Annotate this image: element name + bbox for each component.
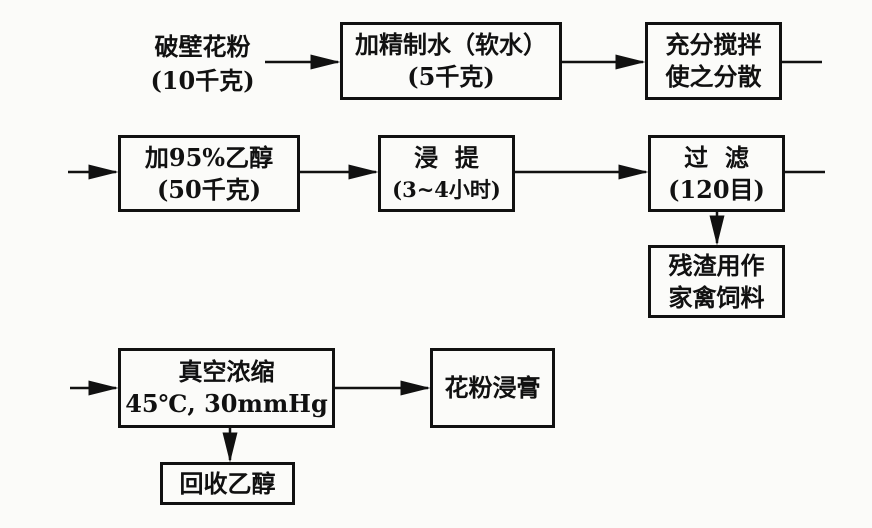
add-ethanol-amount: (50千克) — [156, 174, 262, 204]
stir-detail: 使之分散 — [665, 62, 762, 91]
product-label: 花粉浸膏 — [444, 373, 541, 402]
node-product: 花粉浸膏 — [430, 348, 555, 428]
add-ethanol-label: 加95%乙醇 — [144, 142, 274, 172]
node-add-water: 加精制水（软水） (5千克) — [340, 22, 562, 100]
recover-label: 回收乙醇 — [179, 468, 276, 498]
node-stir: 充分搅拌 使之分散 — [645, 22, 782, 100]
extract-label: 浸 提 — [414, 142, 479, 172]
stir-label: 充分搅拌 — [665, 30, 762, 59]
node-recover: 回收乙醇 — [160, 462, 295, 505]
start-amount: (10千克) — [150, 66, 255, 95]
start-label: 破壁花粉 — [154, 32, 251, 61]
filter-mesh: (120目) — [668, 174, 765, 204]
add-water-label: 加精制水（软水） — [355, 30, 547, 59]
filter-label: 过 滤 — [684, 142, 749, 172]
add-water-amount: (5千克) — [407, 62, 495, 91]
extract-duration: (3~4小时) — [392, 176, 501, 202]
concentrate-label: 真空浓缩 — [178, 357, 275, 386]
residue-label: 残渣用作 — [668, 250, 765, 280]
node-residue: 残渣用作 家禽饲料 — [648, 245, 785, 318]
concentrate-conditions: 45℃, 30mmHg — [125, 389, 328, 418]
node-extract: 浸 提 (3~4小时) — [378, 135, 515, 212]
node-concentrate: 真空浓缩 45℃, 30mmHg — [118, 348, 335, 428]
node-filter: 过 滤 (120目) — [648, 135, 785, 212]
node-add-ethanol: 加95%乙醇 (50千克) — [118, 135, 300, 212]
residue-use: 家禽饲料 — [668, 282, 765, 312]
node-start: 破壁花粉 (10千克) — [140, 30, 265, 98]
